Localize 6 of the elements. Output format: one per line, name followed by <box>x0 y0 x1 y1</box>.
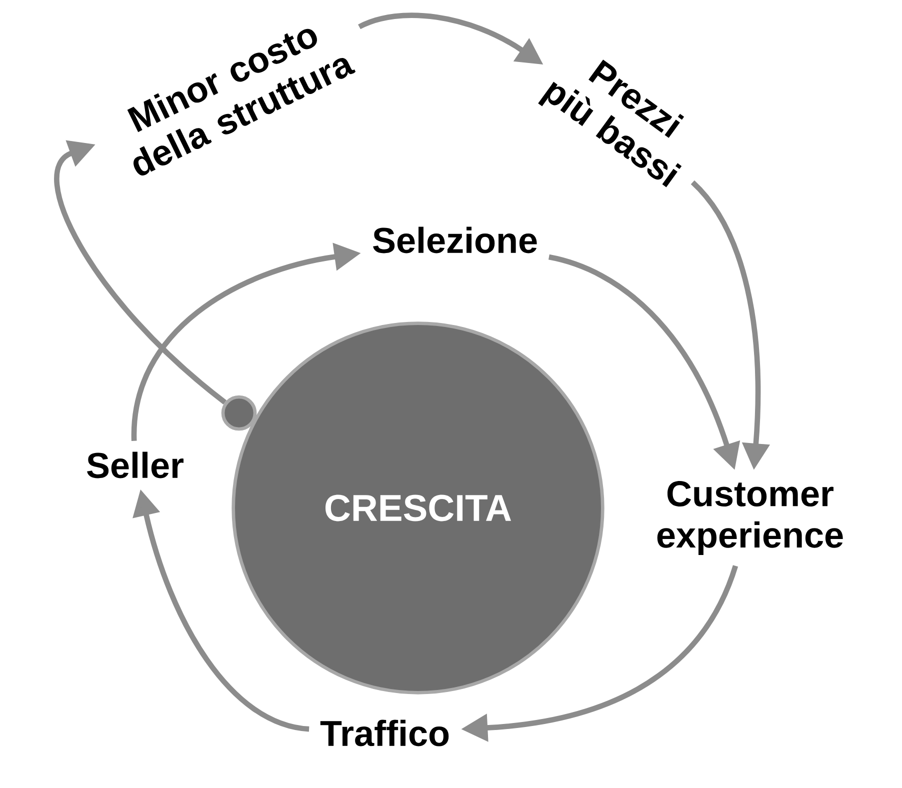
arrow <box>54 140 227 404</box>
cycle-label: Selezione <box>373 226 537 254</box>
cycle-label: Customer experience <box>657 481 843 555</box>
cycle-label: Traffico <box>320 720 449 746</box>
joint-circle <box>221 395 257 431</box>
cycle-label: Seller <box>87 452 184 478</box>
